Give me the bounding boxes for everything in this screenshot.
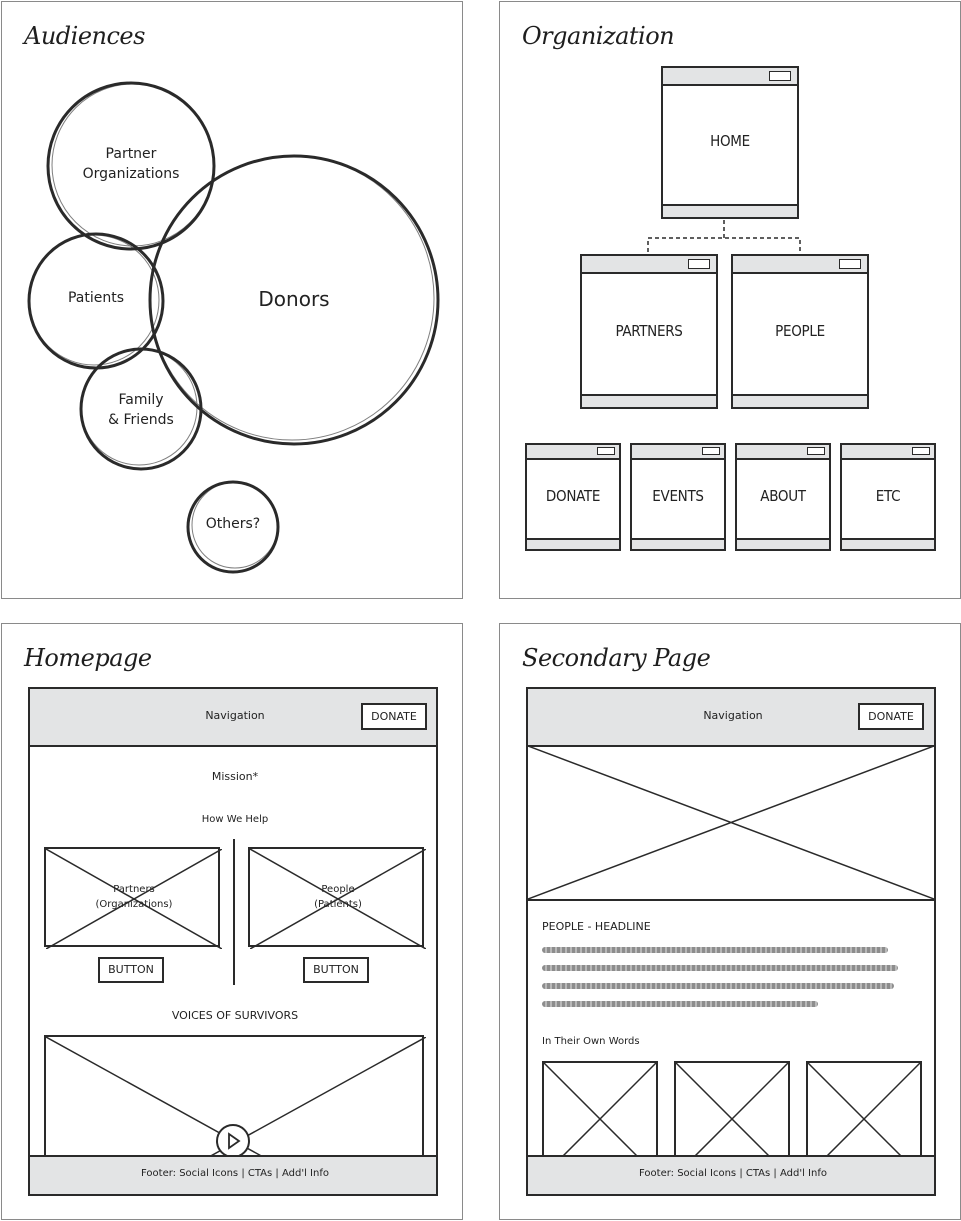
testimonial-thumb (806, 1061, 922, 1161)
window-titlebar (663, 68, 797, 86)
image-placeholder-x (250, 849, 426, 949)
sitemap-connectors (647, 220, 801, 252)
homepage-panel: Homepage Navigation DONATE Mission* How … (1, 623, 463, 1220)
window-button (688, 259, 710, 269)
secondary-panel: Secondary Page Navigation DONATE PEOPLE … (499, 623, 961, 1220)
window-footer-bar (733, 394, 867, 407)
voices-heading: VOICES OF SURVIVORS (171, 1009, 299, 1022)
etc-label: ETC (875, 487, 901, 505)
partners-card-image: Partners (Organizations) (44, 847, 222, 949)
people-headline: PEOPLE - HEADLINE (542, 920, 651, 933)
sitemap-people: PEOPLE (731, 254, 869, 409)
people-card-label: People (Patients) (314, 884, 362, 910)
footer-bar: Footer: Social Icons | CTAs | Add'l Info (30, 1155, 436, 1194)
partners-button[interactable]: BUTTON (98, 957, 164, 983)
image-placeholder-x (46, 849, 222, 949)
sitemap-home: HOME (661, 66, 799, 219)
sitemap-etc: ETC (840, 443, 936, 551)
audiences-panel: Audiences Partner Organizations Patients… (1, 1, 463, 599)
text-line-placeholder (542, 983, 894, 989)
sitemap-about: ABOUT (735, 443, 831, 551)
image-placeholder-x (808, 1063, 920, 1159)
organization-title: Organization (522, 22, 675, 50)
label-others: Others? (205, 516, 261, 532)
events-label: EVENTS (652, 487, 704, 505)
window-button (807, 447, 825, 455)
window-button (597, 447, 615, 455)
body-text-placeholder (542, 945, 922, 1015)
testimonial-thumb (674, 1061, 790, 1161)
text-line-placeholder (542, 965, 898, 971)
audiences-venn (27, 81, 440, 574)
donate-button[interactable]: DONATE (361, 703, 427, 730)
how-we-help-heading: How We Help (201, 814, 269, 825)
testimonial-thumb (542, 1061, 658, 1161)
image-placeholder-x (544, 1063, 656, 1159)
window-footer-bar (582, 394, 716, 407)
label-partner-orgs: Partner Organizations (82, 146, 180, 182)
people-card-image: People (Patients) (248, 847, 426, 949)
footer-bar: Footer: Social Icons | CTAs | Add'l Info (528, 1155, 934, 1194)
window-titlebar (733, 256, 867, 274)
sitemap-partners: PARTNERS (580, 254, 718, 409)
label-family-friends: Family & Friends (108, 392, 174, 428)
people-label: PEOPLE (775, 322, 825, 340)
footer-text: Footer: Social Icons | CTAs | Add'l Info (639, 1168, 827, 1179)
window-footer-bar (632, 538, 724, 549)
partners-label: PARTNERS (615, 322, 683, 340)
nav-label: Navigation (205, 709, 265, 722)
home-label: HOME (710, 132, 750, 150)
window-button (912, 447, 930, 455)
window-button (839, 259, 861, 269)
footer-text: Footer: Social Icons | CTAs | Add'l Info (141, 1168, 329, 1179)
nav-bar: Navigation DONATE (30, 689, 436, 747)
donate-button[interactable]: DONATE (858, 703, 924, 730)
people-button[interactable]: BUTTON (303, 957, 369, 983)
window-footer-bar (842, 538, 934, 549)
homepage-wireframe: Navigation DONATE Mission* How We Help P… (28, 687, 438, 1196)
secondary-wireframe: Navigation DONATE PEOPLE - HEADLINE In T… (526, 687, 936, 1196)
window-titlebar (842, 445, 934, 460)
organization-panel: Organization HOME PARTNERS PEOPLE DONATE… (499, 1, 961, 599)
window-footer-bar (663, 204, 797, 217)
homepage-title: Homepage (24, 644, 152, 672)
image-placeholder-x (528, 746, 934, 899)
hero-image-placeholder (528, 746, 934, 901)
mission-text: Mission* (211, 770, 259, 783)
window-button (769, 71, 791, 81)
window-button (702, 447, 720, 455)
secondary-title: Secondary Page (522, 644, 711, 672)
sitemap-events: EVENTS (630, 443, 726, 551)
window-footer-bar (737, 538, 829, 549)
nav-label: Navigation (703, 709, 763, 722)
donate-label: DONATE (545, 487, 601, 505)
window-titlebar (737, 445, 829, 460)
window-footer-bar (527, 538, 619, 549)
window-titlebar (582, 256, 716, 274)
text-line-placeholder (542, 1001, 818, 1007)
partners-card-label: Partners (Organizations) (95, 884, 173, 910)
text-line-placeholder (542, 947, 888, 953)
label-patients: Patients (67, 290, 125, 306)
column-divider (233, 839, 235, 985)
window-titlebar (632, 445, 724, 460)
in-their-own-words-heading: In Their Own Words (542, 1036, 640, 1047)
window-titlebar (527, 445, 619, 460)
about-label: ABOUT (760, 487, 806, 505)
nav-bar: Navigation DONATE (528, 689, 934, 747)
audiences-title: Audiences (24, 22, 145, 50)
play-button-icon[interactable] (216, 1124, 250, 1158)
label-donors: Donors (258, 287, 330, 311)
image-placeholder-x (676, 1063, 788, 1159)
sitemap-donate: DONATE (525, 443, 621, 551)
